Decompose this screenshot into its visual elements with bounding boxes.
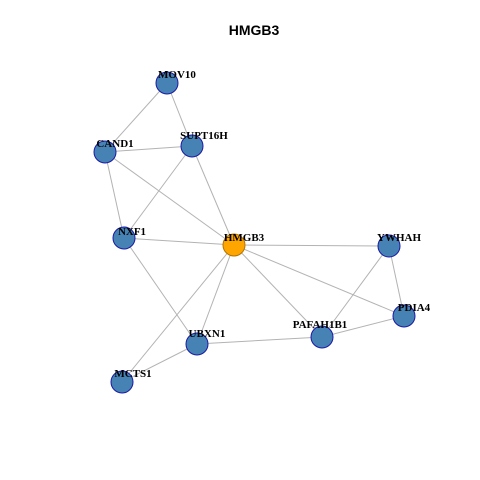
node-ubxn1 [185, 332, 209, 356]
edge-ywhah-pafah1b1 [321, 245, 390, 338]
edge-hmgb3-pdia4 [233, 244, 405, 317]
node-label-pdia4: PDIA4 [398, 302, 431, 314]
node-label-hmgb3: HMGB3 [224, 232, 265, 244]
edge-mov10-cand1 [104, 82, 168, 153]
node-label-cand1: CAND1 [96, 138, 133, 150]
node-pafah1b1 [310, 325, 334, 349]
edge-supt16h-hmgb3 [191, 145, 235, 246]
edge-cand1-supt16h [104, 145, 193, 153]
node-label-mcts1: MCTS1 [114, 368, 151, 380]
edge-ubxn1-mcts1 [121, 343, 198, 383]
node-pdia4 [392, 304, 416, 328]
edge-hmgb3-ubxn1 [196, 244, 235, 345]
edge-layer [104, 82, 405, 383]
node-cand1 [93, 140, 117, 164]
node-label-supt16h: SUPT16H [180, 130, 228, 142]
node-mcts1 [110, 370, 134, 394]
node-label-nxf1: NXF1 [118, 226, 146, 238]
node-hmgb3 [222, 233, 246, 257]
edge-pafah1b1-ubxn1 [196, 336, 323, 345]
node-label-ywhah: YWHAH [377, 232, 421, 244]
edge-supt16h-nxf1 [123, 145, 193, 239]
edge-hmgb3-mcts1 [121, 244, 235, 383]
node-nxf1 [112, 226, 136, 250]
diagram-title: HMGB3 [229, 22, 280, 38]
edge-hmgb3-ywhah [233, 244, 390, 247]
edge-nxf1-hmgb3 [123, 237, 235, 246]
edge-cand1-hmgb3 [104, 151, 235, 246]
node-label-mov10: MOV10 [158, 69, 196, 81]
edge-hmgb3-pafah1b1 [233, 244, 323, 338]
edge-cand1-nxf1 [104, 151, 125, 239]
node-label-pafah1b1: PAFAH1B1 [293, 319, 348, 331]
edge-nxf1-ubxn1 [123, 237, 198, 345]
node-supt16h [180, 134, 204, 158]
edge-pdia4-pafah1b1 [321, 315, 405, 338]
node-layer [93, 71, 416, 394]
node-ywhah [377, 234, 401, 258]
node-mov10 [155, 71, 179, 95]
node-label-ubxn1: UBXN1 [189, 328, 226, 340]
edge-ywhah-pdia4 [388, 245, 405, 317]
